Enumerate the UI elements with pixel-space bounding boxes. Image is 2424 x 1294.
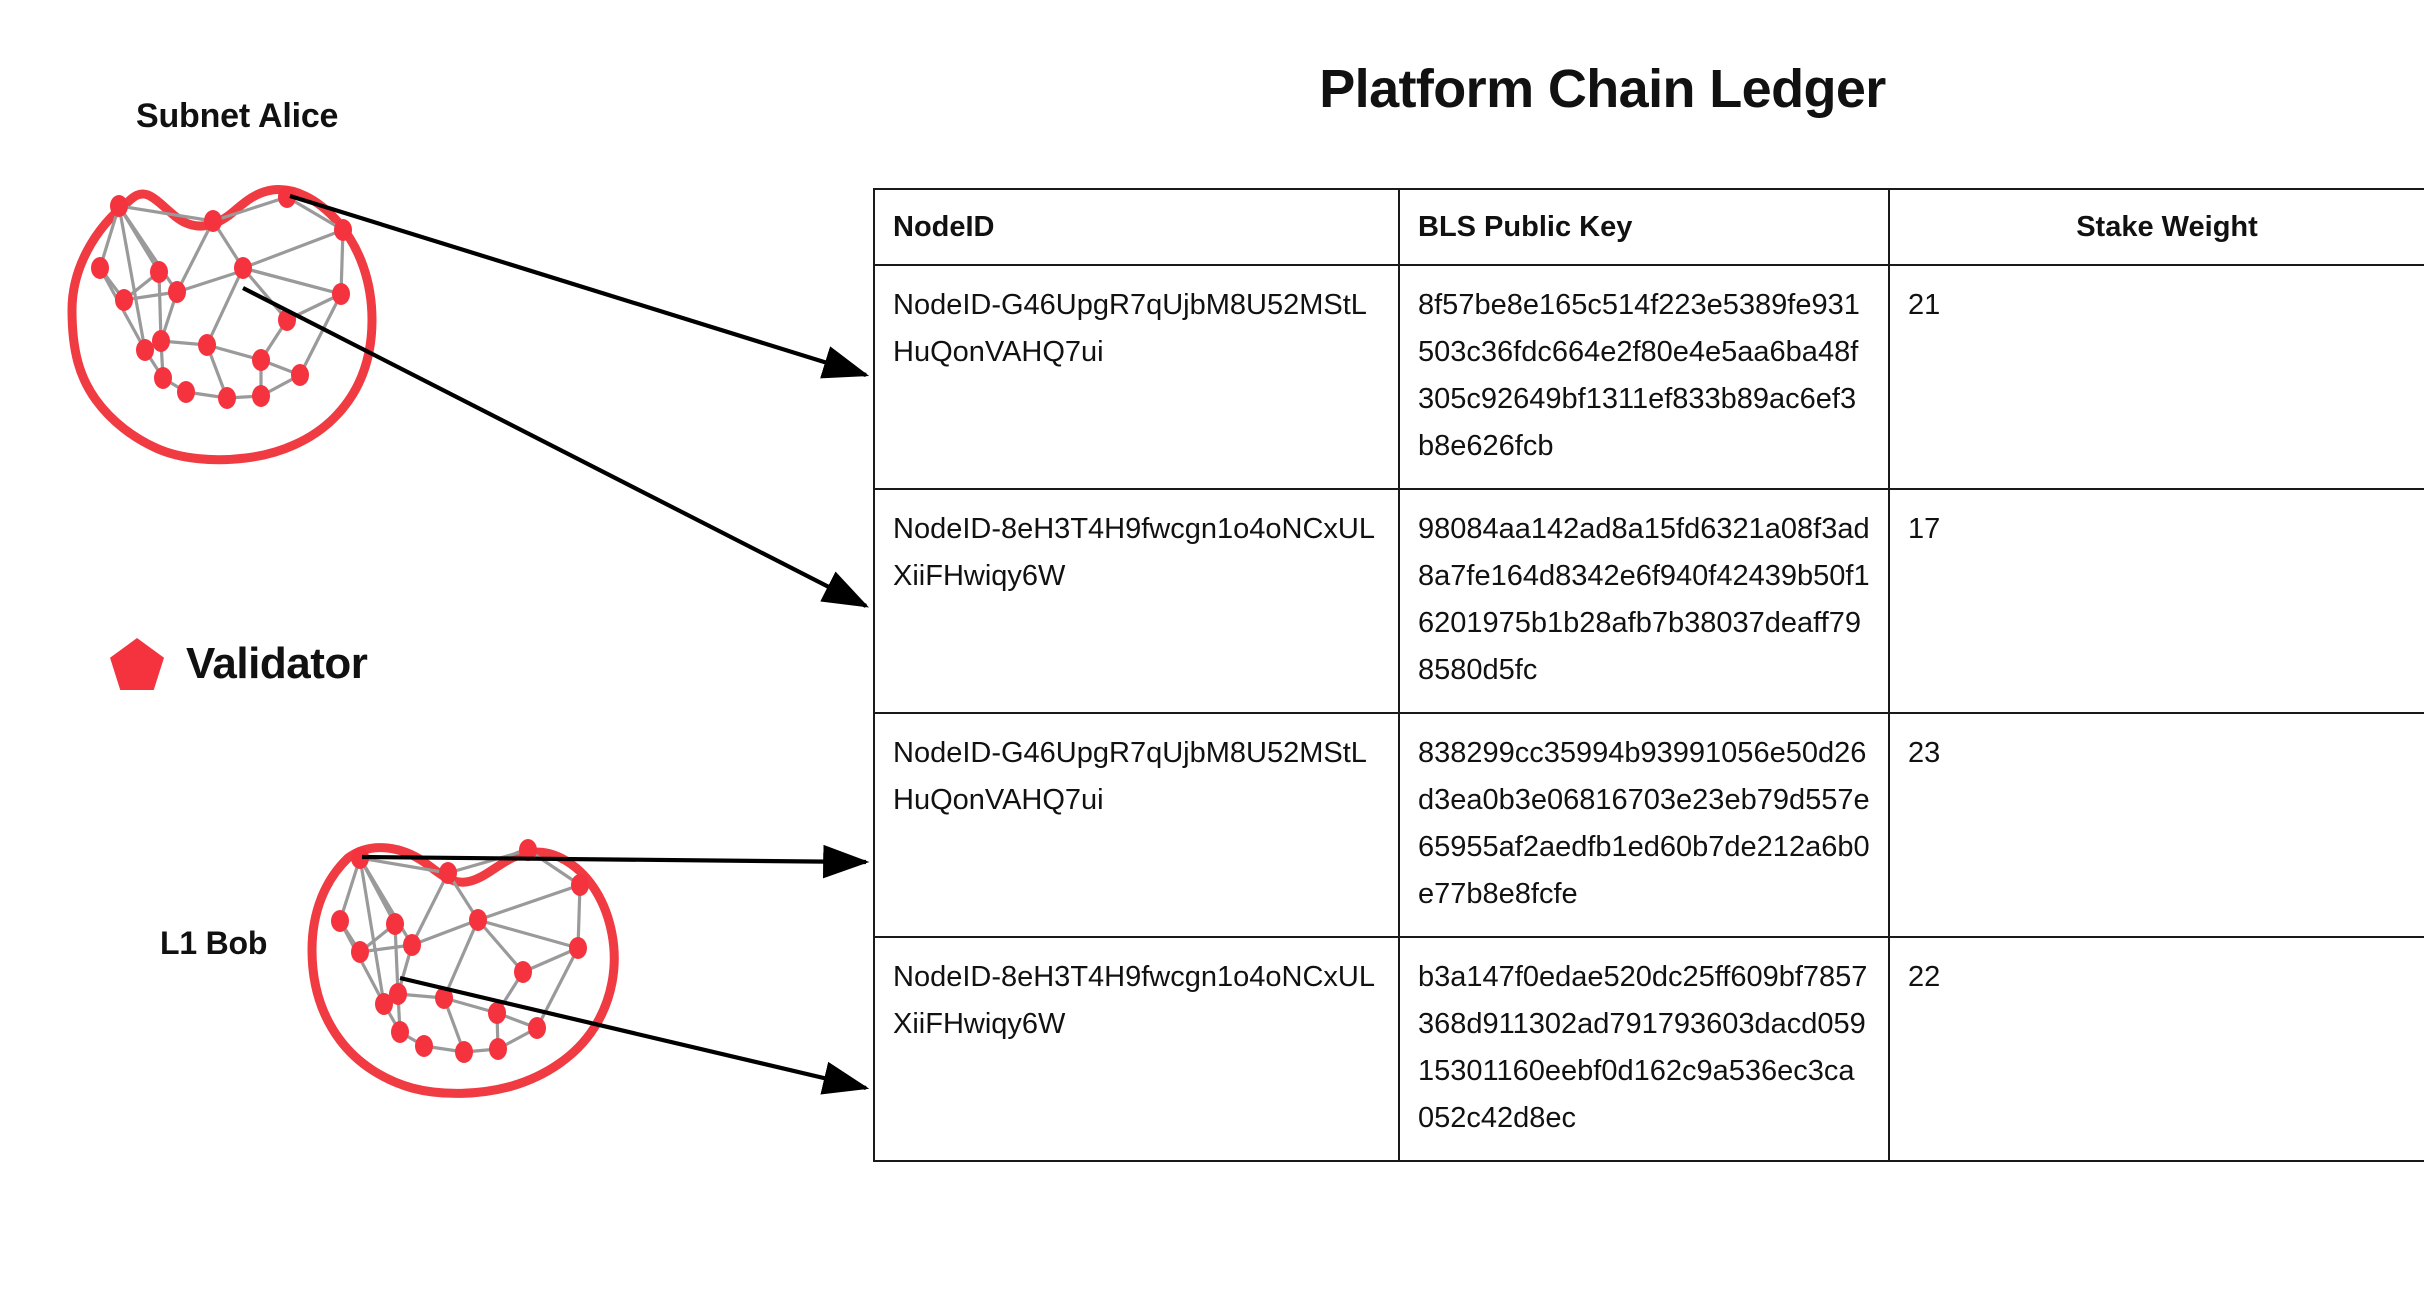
cell-stake-weight: 22 (1888, 935, 2424, 1162)
platform-chain-ledger-table: NodeID BLS Public Key Stake Weight NodeI… (873, 188, 2424, 1162)
arrow-bob-to-row4 (399, 975, 870, 1095)
cell-bls-public-key: 838299cc35994b93991056e50d26d3ea0b3e0681… (1398, 711, 1890, 938)
l1-bob-nodes (331, 839, 589, 1063)
table-row: NodeID-G46UpgR7qUjbM8U52MStLHuQonVAHQ7ui… (873, 711, 2424, 938)
l1-bob-blob-outline (307, 843, 619, 1098)
l1-bob-group (307, 839, 619, 1098)
cell-bls-public-key: 98084aa142ad8a15fd6321a08f3ad8a7fe164d83… (1398, 487, 1890, 714)
column-header-nodeid: NodeID (873, 188, 1400, 266)
table-body: NodeID-G46UpgR7qUjbM8U52MStLHuQonVAHQ7ui… (873, 264, 2424, 1162)
subnet-alice-edges (98, 195, 345, 400)
subnet-alice-group (67, 185, 377, 465)
ledger-table-container: NodeID BLS Public Key Stake Weight NodeI… (873, 188, 2424, 1162)
table-row: NodeID-G46UpgR7qUjbM8U52MStLHuQonVAHQ7ui… (873, 264, 2424, 490)
table-row: NodeID-8eH3T4H9fwcgn1o4oNCxULXiiFHwiqy6W… (873, 935, 2424, 1162)
validator-legend: Validator (110, 638, 368, 690)
cell-nodeid: NodeID-G46UpgR7qUjbM8U52MStLHuQonVAHQ7ui (873, 264, 1400, 490)
l1-bob-label: L1 Bob (160, 925, 268, 961)
cell-nodeid: NodeID-G46UpgR7qUjbM8U52MStLHuQonVAHQ7ui (873, 711, 1400, 938)
cell-bls-public-key: b3a147f0edae520dc25ff609bf7857368d911302… (1398, 935, 1890, 1162)
cell-stake-weight: 21 (1888, 264, 2424, 490)
arrow-bob-to-row3 (361, 844, 870, 879)
cell-stake-weight: 23 (1888, 711, 2424, 938)
subnet-alice-nodes (91, 186, 352, 409)
table-header-row: NodeID BLS Public Key Stake Weight (873, 188, 2424, 266)
cell-nodeid: NodeID-8eH3T4H9fwcgn1o4oNCxULXiiFHwiqy6W (873, 487, 1400, 714)
page-title: Platform Chain Ledger (1319, 59, 1886, 119)
pentagon-icon (110, 638, 164, 690)
table-header: NodeID BLS Public Key Stake Weight (873, 188, 2424, 266)
l1-bob-edges (338, 848, 582, 1054)
validator-legend-label: Validator (186, 639, 368, 688)
arrow-alice-to-row2 (242, 286, 869, 608)
cell-bls-public-key: 8f57be8e165c514f223e5389fe931503c36fdc66… (1398, 264, 1890, 490)
subnet-alice-label: Subnet Alice (136, 97, 339, 135)
column-header-bls-public-key: BLS Public Key (1398, 188, 1890, 266)
arrow-alice-to-row1 (289, 193, 870, 379)
cell-stake-weight: 17 (1888, 487, 2424, 714)
column-header-stake-weight: Stake Weight (1888, 188, 2424, 266)
table-row: NodeID-8eH3T4H9fwcgn1o4oNCxULXiiFHwiqy6W… (873, 487, 2424, 714)
cell-nodeid: NodeID-8eH3T4H9fwcgn1o4oNCxULXiiFHwiqy6W (873, 935, 1400, 1162)
subnet-alice-blob-outline (67, 185, 377, 465)
